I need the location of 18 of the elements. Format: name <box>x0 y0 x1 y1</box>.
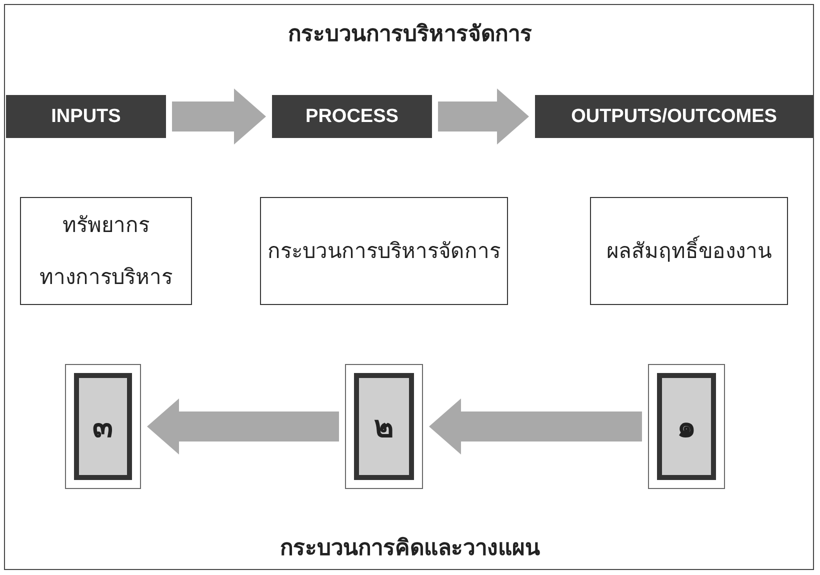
numeral-label: ๑ <box>657 373 716 480</box>
numeral-label: ๒ <box>354 373 414 480</box>
numeral-frame <box>648 364 725 489</box>
title: กระบวนการบริหารจัดการ <box>287 21 533 49</box>
numeral-label: ๓ <box>74 373 132 480</box>
stage-bar: INPUTS <box>6 95 166 138</box>
text-box: ผลสัมฤทธิ์ของงาน <box>590 197 788 305</box>
caption: กระบวนการคิดและวางแผน <box>279 535 541 563</box>
block-arrow <box>429 398 642 454</box>
block-arrow <box>172 88 266 144</box>
text-box: ทรัพยากรทางการบริหาร <box>20 197 192 305</box>
numeral-frame <box>345 364 423 489</box>
stage-bar: OUTPUTS/OUTCOMES <box>535 95 813 138</box>
block-arrow <box>147 398 339 454</box>
numeral-frame <box>65 364 141 489</box>
stage-bar: PROCESS <box>272 95 432 138</box>
text-box: กระบวนการบริหารจัดการ <box>260 197 508 305</box>
block-arrow <box>438 88 529 144</box>
